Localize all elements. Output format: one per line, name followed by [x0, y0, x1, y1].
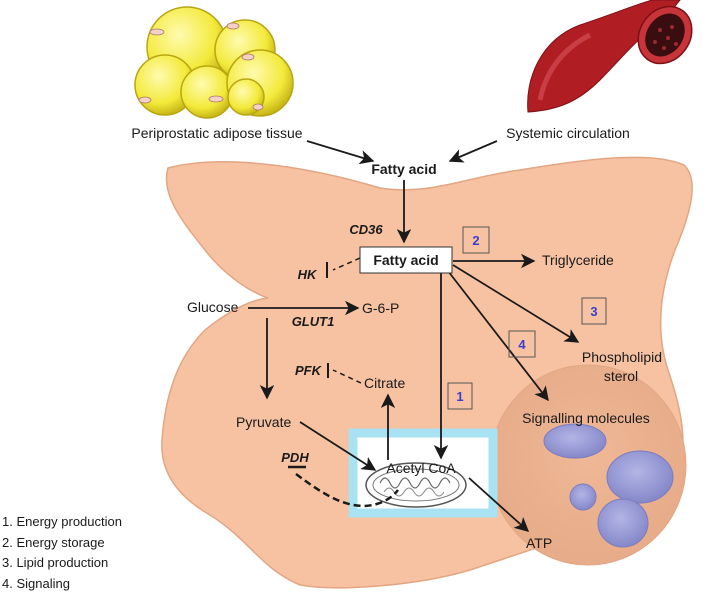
inhibit-hk [332, 257, 361, 271]
pathway-box-1 [447, 382, 473, 410]
pdh-label: PDH [281, 450, 309, 465]
sterol-label: sterol [604, 368, 638, 384]
pathway-box-2 [462, 226, 490, 254]
glut1-label: GLUT1 [292, 314, 335, 329]
legend-item-energy-production: 1. Energy production [2, 514, 122, 529]
legend-item-signaling: 4. Signaling [2, 575, 70, 591]
blood-vessel-illustration [527, 0, 693, 113]
arrow-acetylcoa-to-atp [468, 477, 530, 532]
systemic-circulation-label: Systemic circulation [506, 125, 630, 141]
adipose-tissue-illustration [134, 6, 294, 119]
glucose-label: Glucose [187, 299, 239, 315]
vesicle-3 [569, 483, 597, 511]
atp-label: ATP [526, 535, 552, 551]
vesicle-4 [597, 498, 649, 548]
pathway-number-3: 3 [590, 304, 597, 319]
pathway-box-4 [508, 330, 536, 358]
legend-item-energy-storage: 2. Energy storage [2, 534, 105, 550]
arrow-fa-to-phospholipid [452, 264, 580, 343]
signalling-molecules-label: Signalling molecules [522, 410, 650, 426]
arrow-fa-to-signalling [447, 270, 549, 402]
legend-item-lipid-production: 3. Lipid production [2, 555, 109, 570]
pathway-number-1: 1 [456, 389, 463, 404]
vesicle-1 [543, 423, 607, 459]
cd36-label: CD36 [349, 222, 383, 237]
fatty-acid-box [359, 246, 453, 274]
arrow-circulation-to-fatty-acid [448, 140, 498, 163]
phospholipid-label: Phospholipid [582, 349, 662, 365]
fatty-acid-outside-label: Fatty acid [371, 161, 436, 177]
pfk-label: PFK [295, 363, 323, 378]
vesicle-2 [606, 450, 674, 504]
pathway-legend: 1. Energy production 2. Energy storage 3… [2, 512, 122, 594]
pyruvate-label: Pyruvate [236, 414, 291, 430]
arrow-adipose-to-fatty-acid [306, 140, 375, 165]
pathway-box-3 [581, 297, 607, 325]
fatty-acid-inside-label: Fatty acid [373, 252, 438, 268]
inhibit-pdh [295, 472, 399, 508]
adipose-label: Periprostatic adipose tissue [131, 125, 302, 141]
acetyl-coa-label: Acetyl CoA [386, 460, 456, 476]
g6p-label: G-6-P [362, 300, 399, 316]
arrow-pyruvate-to-acetylcoa [299, 421, 377, 471]
pathway-number-4: 4 [518, 337, 526, 352]
hk-label: HK [298, 267, 318, 282]
pathway-number-2: 2 [472, 233, 479, 248]
triglyceride-label: Triglyceride [542, 252, 614, 268]
citrate-label: Citrate [364, 375, 405, 391]
